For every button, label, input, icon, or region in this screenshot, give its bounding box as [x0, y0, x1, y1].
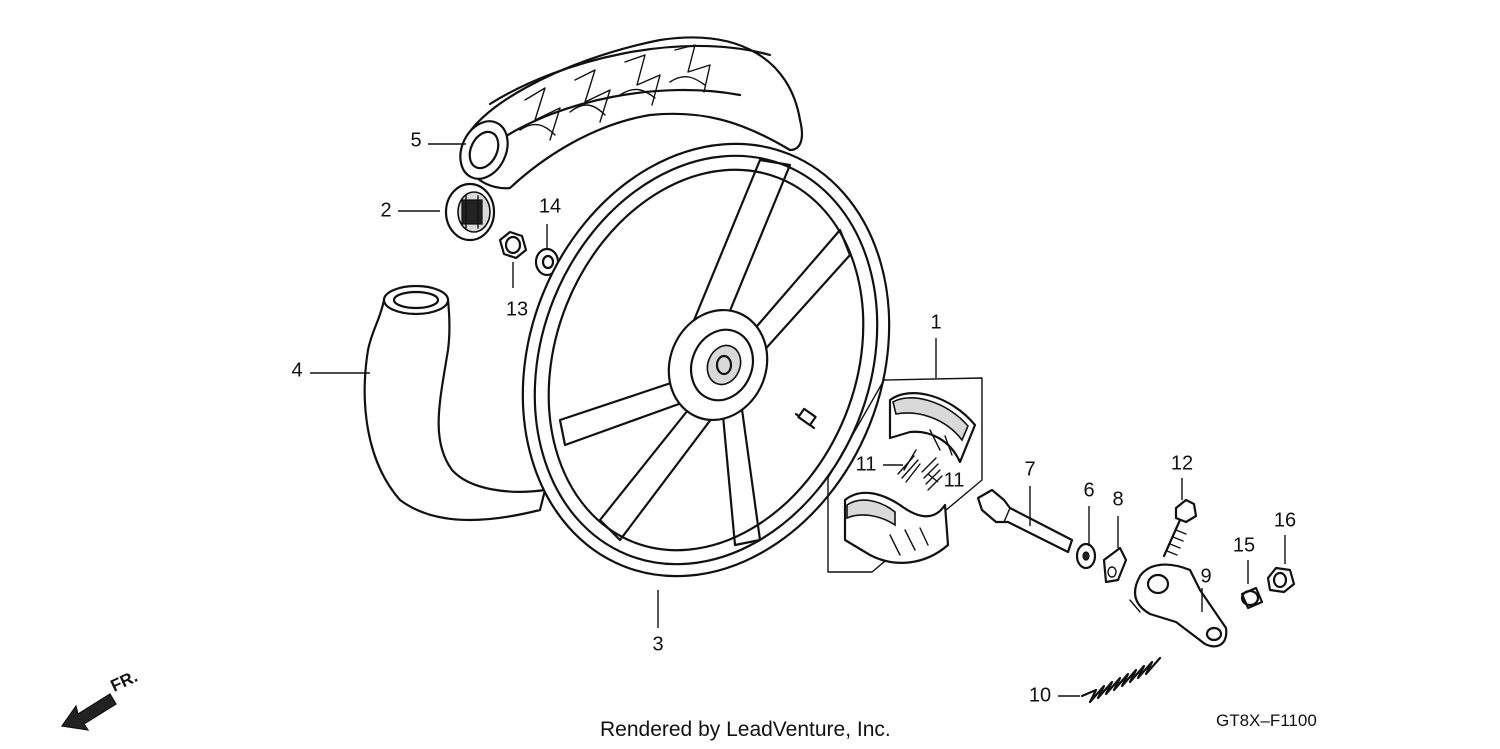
callout-11a: 11	[856, 453, 877, 475]
arm-bolt-part[interactable]	[1162, 498, 1198, 558]
callout-9: 9	[1200, 565, 1211, 587]
callout-3: 3	[652, 633, 663, 655]
callout-labels: 1 2 3 4 5 6 7 8 9 10 11 11 12 13 14 15 1…	[291, 129, 1296, 706]
rendered-by-credit: Rendered by LeadVenture, Inc.	[600, 718, 891, 741]
pin-part[interactable]	[1240, 586, 1264, 610]
callout-2: 2	[380, 199, 391, 221]
brake-cam-part[interactable]	[976, 488, 1074, 554]
tube-part[interactable]	[363, 284, 547, 522]
front-direction-indicator: FR.	[60, 667, 141, 731]
hub-cap-part[interactable]	[444, 182, 496, 242]
callout-5: 5	[410, 129, 421, 151]
callout-1: 1	[930, 311, 941, 333]
callout-13: 13	[506, 298, 528, 320]
arm-nut-part[interactable]	[1266, 566, 1296, 594]
tire-part[interactable]	[451, 36, 804, 190]
brake-shoe-set-box	[827, 377, 983, 573]
callout-16: 16	[1274, 509, 1296, 531]
brake-shoe-upper-part[interactable]	[888, 392, 977, 464]
callout-7: 7	[1024, 458, 1035, 480]
brake-spring-left-part[interactable]	[897, 449, 921, 483]
callout-8: 8	[1112, 488, 1123, 510]
callout-14: 14	[539, 195, 561, 217]
cam-washer-part[interactable]	[1075, 542, 1097, 570]
callout-12: 12	[1171, 452, 1193, 474]
return-spring-part[interactable]	[1080, 656, 1162, 704]
callout-11b: 11	[944, 469, 965, 491]
leader-lines	[310, 143, 1286, 697]
nut-part[interactable]	[498, 230, 528, 260]
callout-4: 4	[291, 359, 302, 381]
diagram-code: GT8X–F1100	[1216, 711, 1317, 730]
front-direction-label: FR.	[108, 667, 141, 696]
brake-shoe-lower-part[interactable]	[843, 491, 950, 564]
callout-15: 15	[1233, 534, 1255, 556]
callout-10: 10	[1029, 684, 1051, 706]
brake-spring-right-part[interactable]	[921, 457, 943, 491]
callout-6: 6	[1083, 479, 1094, 501]
front-arrow-icon	[60, 693, 117, 731]
wear-indicator-part[interactable]	[1102, 546, 1128, 584]
wheel-part[interactable]	[460, 88, 953, 632]
brake-arm-part[interactable]	[1129, 563, 1228, 648]
